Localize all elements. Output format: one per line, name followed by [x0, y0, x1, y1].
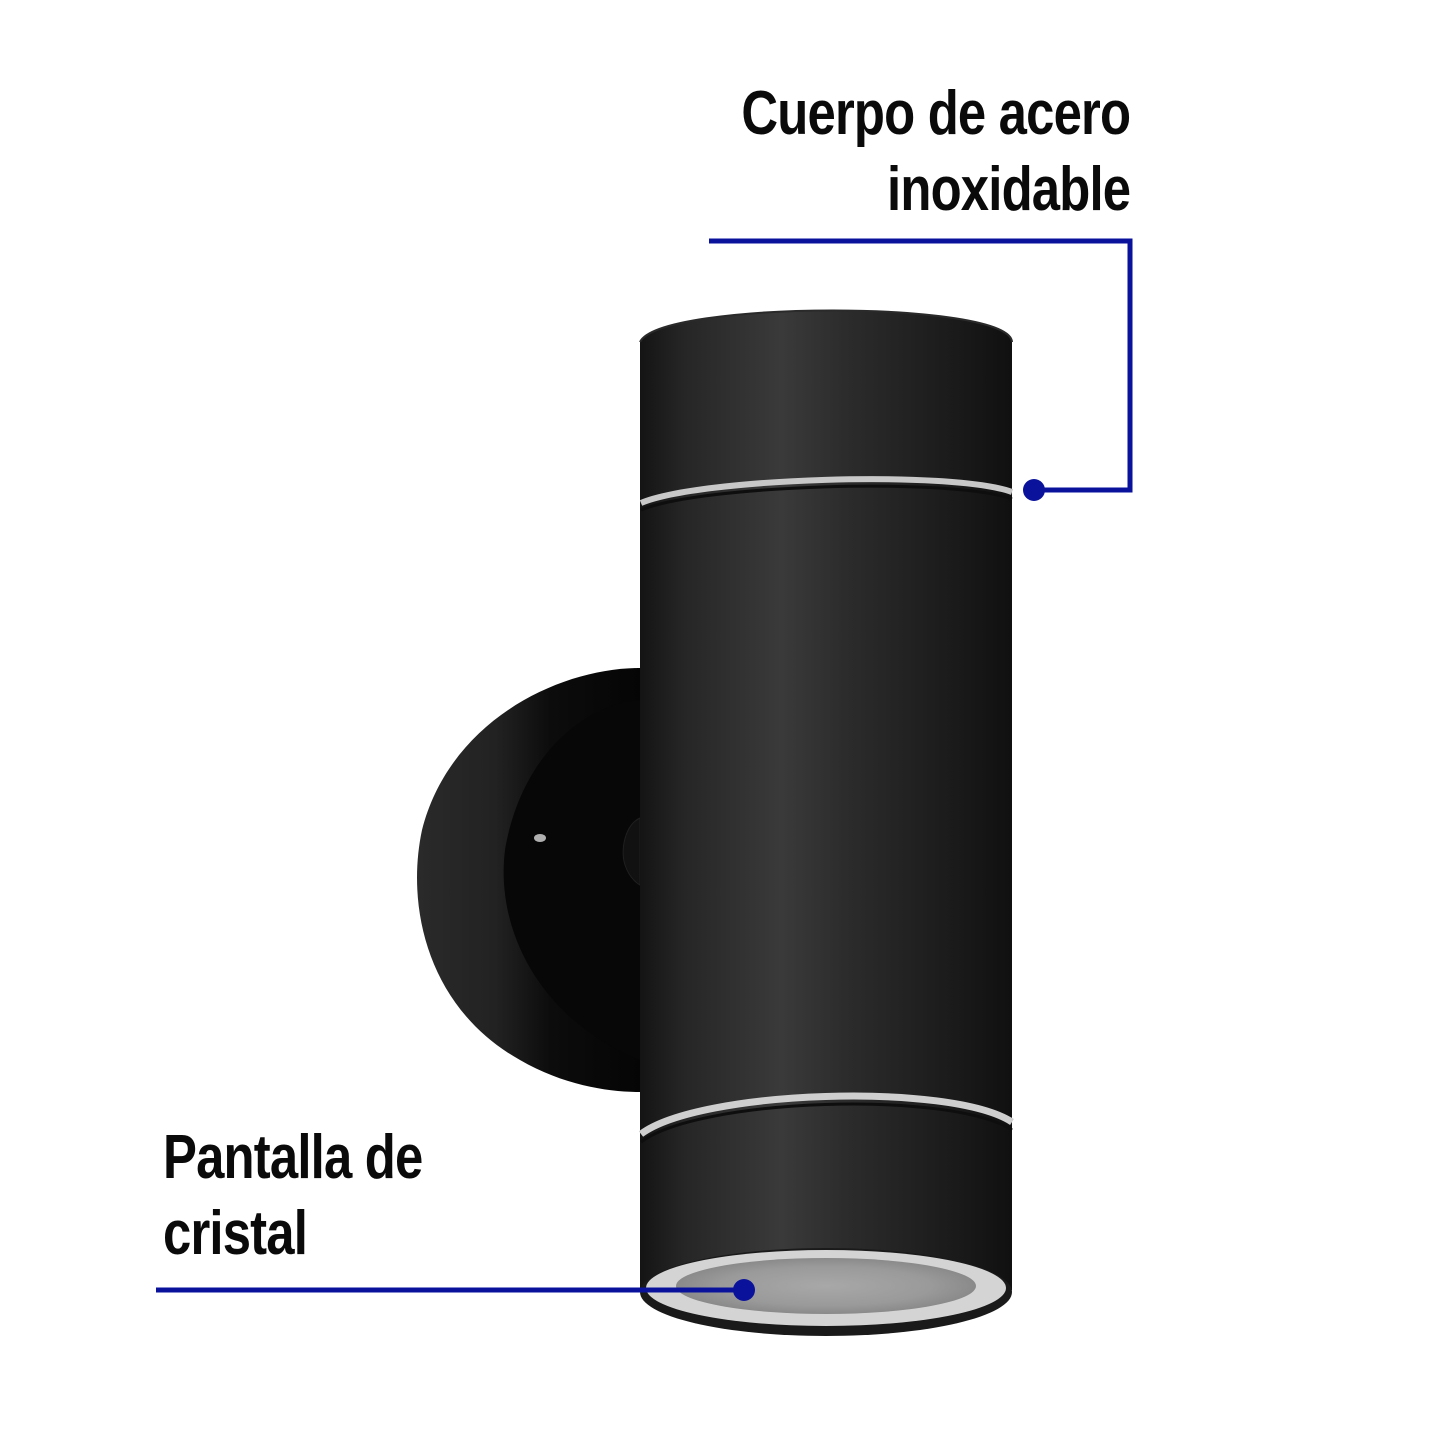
callout-label-glass: Pantalla de cristal: [163, 1120, 423, 1272]
callout-body-connector: [709, 238, 1133, 501]
callout-label-line: cristal: [163, 1199, 308, 1268]
callout-dot-icon: [733, 1279, 755, 1301]
screw-hole-icon: [534, 834, 546, 842]
upper-ring: [639, 476, 1013, 506]
callout-label-line: Pantalla de: [163, 1123, 423, 1192]
callout-label-body: Cuerpo de acero inoxidable: [741, 76, 1131, 228]
lamp-cylinder: [638, 309, 1014, 1336]
glass-lens: [676, 1258, 976, 1314]
lower-ring: [638, 1092, 1014, 1137]
callout-label-line: inoxidable: [886, 155, 1131, 224]
callout-glass-connector: [156, 1279, 755, 1301]
callout-dot-icon: [1023, 479, 1045, 501]
wall-mount-base: [417, 668, 641, 1092]
callout-label-line: Cuerpo de acero: [741, 79, 1131, 148]
